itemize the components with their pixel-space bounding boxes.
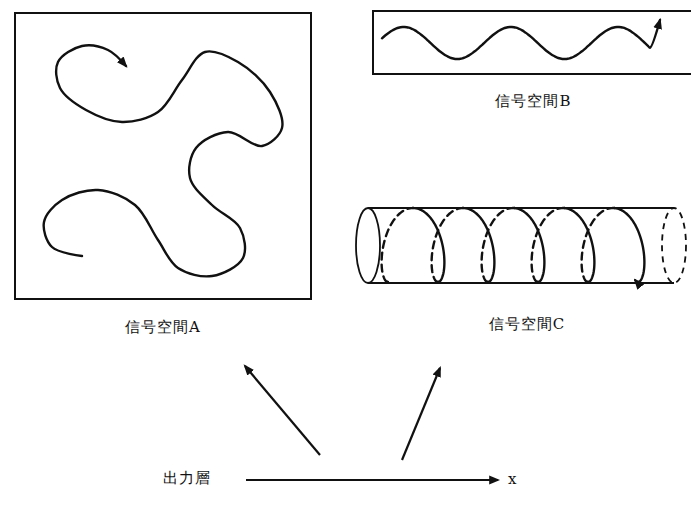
space-label: 信号空間A: [16, 318, 310, 337]
helix-trajectory: [413, 208, 444, 282]
signal-trajectory: [382, 20, 660, 59]
helix-trajectory: [382, 208, 413, 282]
layer-label: 出力層: [163, 469, 211, 488]
helix-trajectory: [463, 208, 494, 282]
helix-trajectory: [482, 208, 515, 282]
helix-trajectory: [432, 208, 463, 282]
helix-trajectory: [635, 280, 637, 282]
signal-space-box: 信号空間A: [14, 12, 312, 300]
axis-label: x: [508, 470, 517, 488]
signal-space-cylinder: 信号空間C: [355, 207, 691, 284]
helix-trajectory: [565, 208, 595, 282]
space-label: 信号空間B: [374, 92, 691, 111]
helix-trajectory: [515, 208, 545, 282]
axis-arrow: [246, 479, 498, 481]
space-label: 信号空間C: [355, 315, 691, 334]
helix-trajectory: [582, 208, 615, 282]
cylinder-outline: [355, 207, 687, 284]
signal-space-box: 信号空間B: [372, 10, 691, 75]
pointer-arrow: [245, 366, 320, 455]
helix-trajectory: [532, 208, 565, 282]
pointer-arrow: [402, 368, 440, 460]
signal-trajectory: [44, 45, 283, 276]
helix-trajectory: [615, 208, 645, 282]
